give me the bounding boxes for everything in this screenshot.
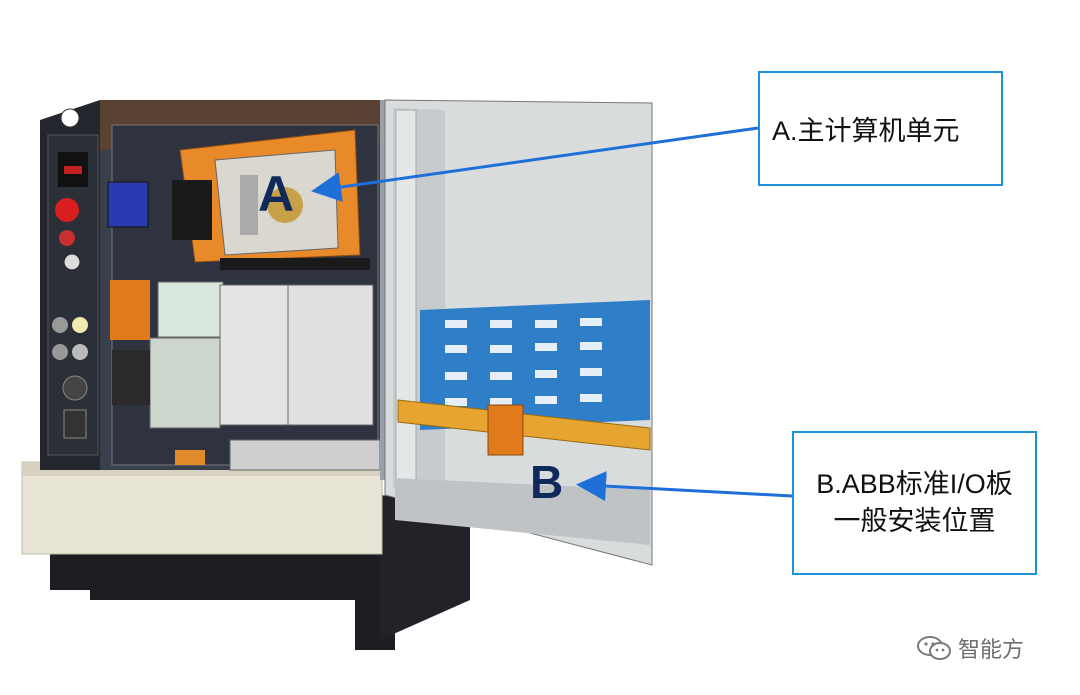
callout-arrows xyxy=(311,126,793,502)
cabinet-base xyxy=(21,461,470,650)
cabinet-left-panel xyxy=(40,100,100,470)
wechat-icon xyxy=(917,636,951,660)
arrow-to-b xyxy=(576,471,793,502)
marker-b: B xyxy=(530,456,564,508)
callout-a-label: A.主计算机单元 xyxy=(772,116,960,146)
marker-a: A xyxy=(258,166,295,222)
callout-b-line2: 一般安装位置 xyxy=(833,506,996,536)
cabinet-door xyxy=(384,99,653,566)
arrow-to-a xyxy=(311,126,759,202)
callout-io-board-location: B.ABB标准I/O板 一般安装位置 xyxy=(792,431,1037,575)
callout-main-computer-unit: A.主计算机单元 xyxy=(758,71,1003,186)
watermark: 智能方 xyxy=(916,632,1024,664)
callout-b-line1: B.ABB标准I/O板 xyxy=(816,469,1013,499)
watermark-text: 智能方 xyxy=(958,637,1025,662)
cabinet-interior xyxy=(100,100,390,480)
